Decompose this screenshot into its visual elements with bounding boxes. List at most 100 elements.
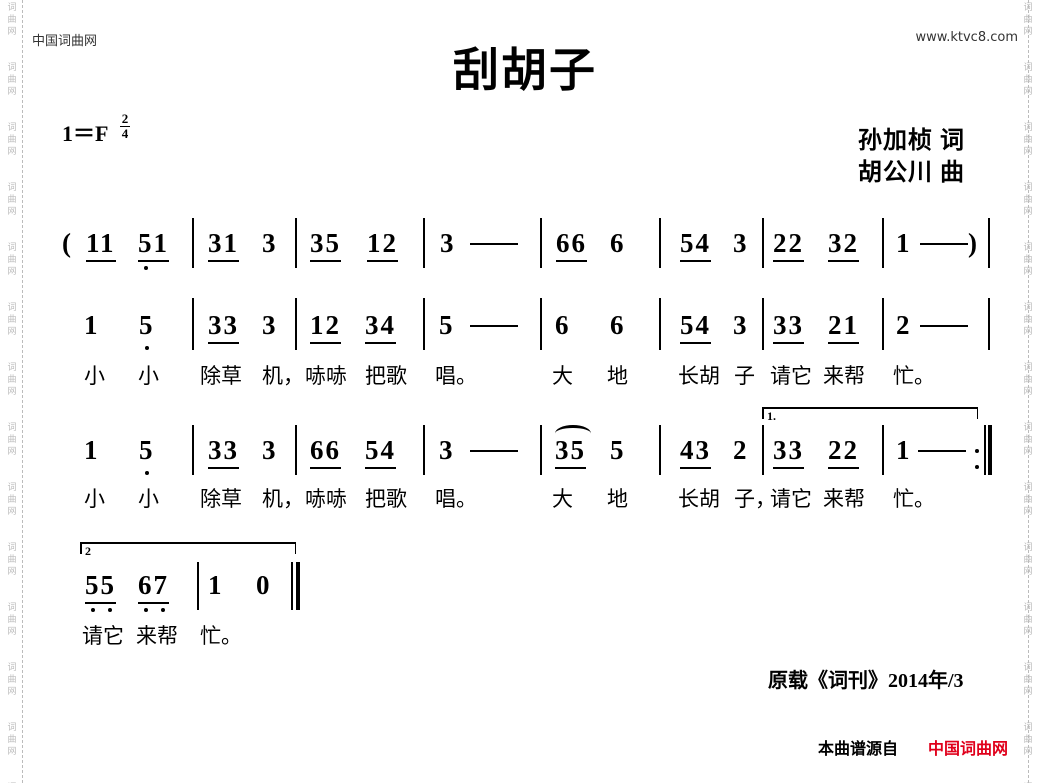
note: 5: [610, 435, 626, 467]
note-text: 5: [139, 310, 155, 340]
lyricist-credit: 孙加桢 词: [858, 128, 965, 154]
lyric-syllable: 地: [607, 487, 628, 511]
note-text: 43: [680, 435, 711, 469]
note: 6: [555, 310, 571, 342]
double-barline-thin: [291, 562, 293, 610]
note-group: 55: [85, 570, 116, 612]
note-text: 1: [896, 435, 912, 465]
right-watermark-border: [1028, 0, 1030, 783]
low-octave-dot: [108, 608, 112, 612]
note: 6: [610, 310, 626, 342]
sustain-dash: [470, 243, 518, 245]
watermark-text: 词曲网: [7, 3, 17, 37]
note-text: 6: [610, 310, 626, 340]
note-text: 33: [208, 310, 239, 344]
watermark-text: 词曲网: [7, 183, 17, 217]
note: 3: [262, 435, 278, 467]
barline: [197, 562, 199, 610]
note-group: 32: [828, 228, 859, 262]
barline: [882, 425, 884, 475]
watermark-text: 词曲网: [7, 483, 17, 517]
note-text: 3: [262, 310, 278, 340]
volta-number: 2: [85, 544, 91, 558]
site-name-left: 中国词曲网: [32, 34, 98, 49]
watermark-text: 词曲网: [7, 603, 17, 637]
source-note: 原载《词刊》2014年/3: [768, 670, 964, 692]
barline: [988, 218, 990, 268]
note-text: 0: [256, 570, 272, 600]
watermark-text: 词曲网: [1023, 423, 1033, 457]
note: 2: [733, 435, 749, 467]
site-url-right: www.ktvc8.com: [915, 30, 1018, 45]
barline: [423, 425, 425, 475]
watermark-text: 词曲网: [7, 303, 17, 337]
note-text: 6: [610, 228, 626, 258]
watermark-text: 词曲网: [7, 123, 17, 157]
watermark-text: 词曲网: [1023, 123, 1033, 157]
sustain-dash: [470, 325, 518, 327]
note: 1: [84, 310, 100, 342]
note-text: 67: [138, 570, 169, 604]
note-group: 22: [773, 228, 804, 262]
barline: [659, 425, 661, 475]
lyric-syllable: 把歌: [365, 487, 407, 511]
source-site-link[interactable]: 中国词曲网: [928, 739, 1009, 758]
barline: [540, 425, 542, 475]
lyric-syllable: 除草: [200, 487, 242, 511]
lyric-syllable: 来帮: [823, 487, 865, 511]
parenthesis: ): [968, 228, 979, 260]
note-text: 1: [84, 310, 100, 340]
barline: [882, 218, 884, 268]
barline: [988, 298, 990, 350]
barline: [882, 298, 884, 350]
watermark-text: 词曲网: [1023, 183, 1033, 217]
barline: [540, 218, 542, 268]
lyric-syllable: 请它: [770, 364, 812, 388]
slur-mark: [555, 425, 591, 442]
lyric-syllable: 来帮: [823, 364, 865, 388]
lyric-syllable: 把歌: [365, 364, 407, 388]
watermark-text: 词曲网: [7, 63, 17, 97]
note-text: 35: [310, 228, 341, 262]
low-octave-dot: [91, 608, 95, 612]
lyric-syllable: 地: [607, 364, 628, 388]
watermark-text: 词曲网: [7, 543, 17, 577]
watermark-text: 词曲网: [7, 243, 17, 277]
note-text: 33: [208, 435, 239, 469]
note: 1: [896, 228, 912, 260]
note-text: 3: [440, 228, 456, 258]
barline: [762, 298, 764, 350]
composer-credit: 胡公川 曲: [858, 160, 965, 186]
note: 5: [439, 310, 455, 342]
lyric-syllable: 长胡: [678, 487, 720, 511]
watermark-text: 词曲网: [1023, 603, 1033, 637]
note-text: 1: [84, 435, 100, 465]
note-text: 3: [439, 435, 455, 465]
note-text: 54: [680, 228, 711, 262]
note-group: 21: [828, 310, 859, 344]
note-text: 2: [896, 310, 912, 340]
barline: [423, 298, 425, 350]
watermark-text: 词曲网: [7, 363, 17, 397]
note-text: 11: [86, 228, 116, 262]
song-title: 刮胡子: [453, 45, 597, 96]
note-group: 66: [556, 228, 587, 262]
barline: [659, 298, 661, 350]
note-text: 55: [85, 570, 116, 604]
watermark-text: 词曲网: [7, 423, 17, 457]
note: 3: [733, 310, 749, 342]
low-octave-dot: [144, 608, 148, 612]
lyric-syllable: 来帮: [136, 624, 178, 648]
lyric-syllable: 请它: [770, 487, 812, 511]
sustain-dash: [918, 450, 966, 452]
note-text: 3: [262, 228, 278, 258]
left-watermark-border: [22, 0, 24, 783]
watermark-text: 词曲网: [1023, 3, 1033, 37]
parenthesis: (: [62, 228, 73, 260]
low-octave-dot: [145, 346, 149, 350]
double-barline-thick: [988, 425, 992, 475]
sustain-dash: [920, 243, 968, 245]
note-text: 66: [556, 228, 587, 262]
barline: [295, 218, 297, 268]
note-group: 51: [138, 228, 169, 270]
